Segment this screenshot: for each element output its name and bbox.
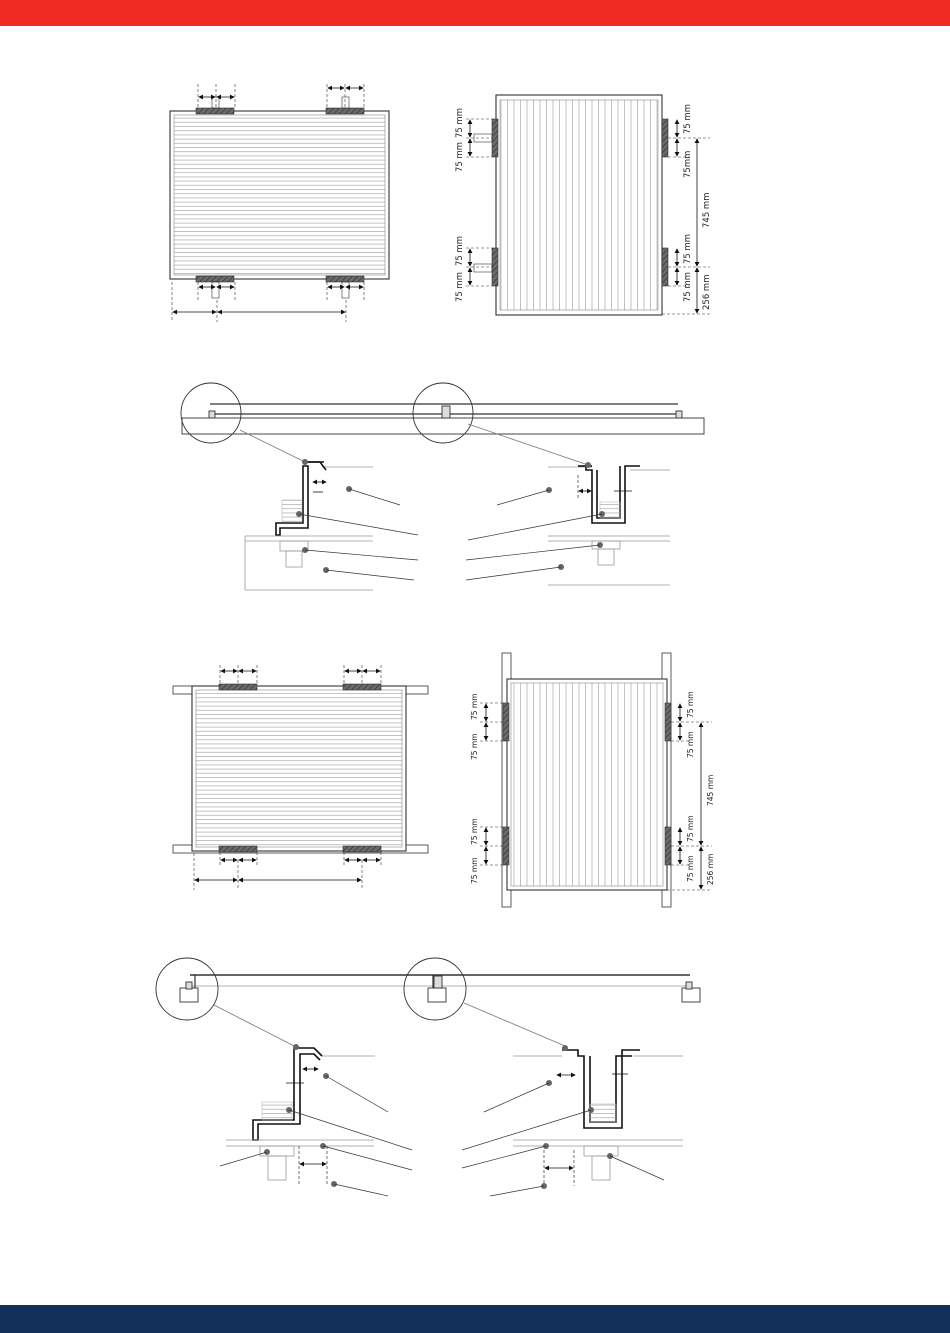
dim2-75-h: 75 mm [686,855,695,882]
dim-75mm-f: 75mm [683,151,693,178]
dim-75-c: 75 mm [455,236,465,266]
panel-landscape-1 [170,84,389,322]
detail-mid-clamp-1 [466,462,670,585]
dim2-75-c: 75 mm [470,818,479,845]
detail-end-clamp-2 [220,1044,412,1196]
detail-mid-clamp-2 [462,1045,683,1196]
dim2-75-g: 75 mm [686,815,695,842]
panel-portrait-2 [480,653,712,907]
dim-75-h: 75 mm [683,272,693,302]
dim-75-b: 75 mm [455,142,465,172]
dim2-256: 256 mm [706,854,715,885]
profile-rail-2 [156,958,700,1047]
dim2-75-e: 75 mm [686,691,695,718]
panel-landscape-2 [173,665,428,890]
dim2-75-d: 75 mm [470,857,479,884]
dim-745: 745 mm [702,193,712,229]
dim2-75-a: 75 mm [470,693,479,720]
dim2-75-f: 75 mm [686,731,695,758]
dim-75-d: 75 mm [455,272,465,302]
dim-75-a: 75 mm [455,108,465,138]
dim2-745: 745 mm [706,775,715,806]
dim-75-g: 75 mm [683,234,693,264]
detail-end-clamp-1 [245,459,418,590]
dim-75-e: 75 mm [683,104,693,134]
dim-256: 256 mm [702,275,712,311]
dim2-75-b: 75 mm [470,733,479,760]
profile-rail-1 [181,383,704,465]
panel-portrait-1 [466,95,710,315]
